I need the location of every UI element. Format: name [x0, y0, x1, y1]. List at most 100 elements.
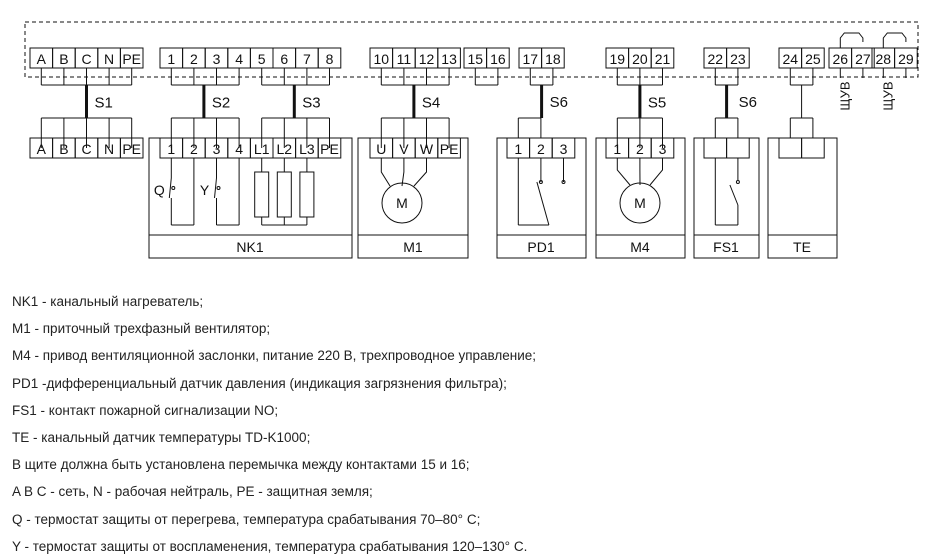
shield-label: ЩУВ [838, 81, 853, 110]
terminal-label: 18 [545, 51, 561, 67]
m1-terminal-label: V [399, 141, 409, 157]
te-terminal-cell [779, 138, 802, 158]
terminal-label: C [81, 51, 91, 67]
legend-nk1: NK1 - канальный нагреватель; [12, 288, 912, 315]
cable-label: S6 [550, 94, 568, 111]
terminal-label: 27 [855, 51, 871, 67]
thermostat-y-label: Y [200, 182, 210, 198]
m4-title: M4 [630, 239, 650, 255]
terminal-label: 15 [468, 51, 484, 67]
m4-terminal-label: 3 [659, 141, 667, 157]
shield-jumper [883, 33, 906, 48]
te-box [768, 138, 837, 235]
nk1-terminal-label: 1 [167, 141, 175, 157]
m4-terminal-label: 2 [636, 141, 644, 157]
nk1-terminal-label: L2 [277, 141, 293, 157]
terminal-label: 17 [523, 51, 539, 67]
terminal-label: 10 [374, 51, 390, 67]
cable-label: S1 [95, 95, 113, 112]
cable-label: S2 [212, 95, 230, 112]
m1-title: M1 [403, 239, 423, 255]
cable-label: S3 [302, 95, 320, 112]
legend-jumper: В щите должна быть установлена перемычка… [12, 451, 912, 478]
pd1-terminal-label: 3 [560, 141, 568, 157]
terminal-label: 12 [419, 51, 435, 67]
legend-te: TE - канальный датчик температуры TD-K10… [12, 424, 912, 451]
legend-supply: A B C - сеть, N - рабочая нейтраль, PE -… [12, 478, 912, 505]
motor-m1-label: M [396, 195, 408, 211]
terminal-label: 22 [708, 51, 724, 67]
nk1-terminal-label: 4 [235, 141, 243, 157]
pd1-contact [537, 182, 549, 225]
fs1-terminal-cell [727, 138, 750, 158]
nk1-terminal-label: L1 [254, 141, 270, 157]
terminal-label: 3 [213, 51, 221, 67]
legend-fs1: FS1 - контакт пожарной сигнализации NO; [12, 397, 912, 424]
legend-thermostat-q: Q - термостат защиты от перегрева, темпе… [12, 506, 912, 533]
terminal-label: 11 [397, 51, 412, 67]
cable-label: S5 [648, 95, 666, 112]
terminal-label: 6 [280, 51, 288, 67]
fs1-terminal-cell [704, 138, 727, 158]
legend-thermostat-y: Y - термостат защиты от воспламенения, т… [12, 533, 912, 560]
fs1-contact [730, 185, 738, 205]
terminal-label: 24 [783, 51, 799, 67]
m1-terminal-label: W [420, 141, 434, 157]
heater-element [300, 172, 314, 217]
motor-m4-label: M [634, 195, 646, 211]
supply-terminal-label: A [37, 141, 47, 157]
fs1-dot [736, 181, 739, 184]
terminal-label: 28 [876, 51, 892, 67]
cable-label: S6 [739, 94, 757, 111]
legend: NK1 - канальный нагреватель; M1 - приточ… [12, 288, 912, 560]
terminal-label: 5 [258, 51, 266, 67]
terminal-label: 2 [190, 51, 198, 67]
thermostat-q-contact [169, 178, 171, 198]
motor-m4-wire [617, 158, 630, 185]
terminal-label: 19 [610, 51, 626, 67]
terminal-label: N [104, 51, 114, 67]
terminal-label: B [59, 51, 68, 67]
thermostat-y-dot [217, 187, 220, 190]
m4-terminal-label: 1 [613, 141, 621, 157]
shield-jumper [840, 33, 863, 48]
terminal-label: PE [122, 51, 141, 67]
terminal-label: 8 [326, 51, 334, 67]
motor-m4-wire [650, 158, 663, 185]
terminal-label: 20 [632, 51, 648, 67]
te-terminal-cell [802, 138, 825, 158]
supply-terminal-label: B [59, 141, 68, 157]
shield-label: ЩУВ [881, 81, 896, 110]
nk1-title: NK1 [236, 239, 263, 255]
legend-m4: M4 - привод вентиляционной заслонки, пит… [12, 342, 912, 369]
terminal-label: A [37, 51, 47, 67]
controller-outline [25, 22, 918, 77]
terminal-label: 25 [805, 51, 821, 67]
legend-pd1: PD1 -дифференциальный датчик давления (и… [12, 370, 912, 397]
m1-terminal-label: PE [440, 141, 459, 157]
pd1-terminal-label: 1 [514, 141, 522, 157]
supply-terminal-label: N [104, 141, 114, 157]
terminal-label: 13 [441, 51, 457, 67]
nk1-terminal-label: 3 [213, 141, 221, 157]
nk1-terminal-label: L3 [299, 141, 315, 157]
terminal-label: 21 [655, 51, 671, 67]
thermostat-q-label: Q [154, 182, 165, 198]
terminal-label: 23 [730, 51, 746, 67]
terminal-label: 4 [235, 51, 243, 67]
thermostat-y-contact [215, 178, 217, 198]
pd1-title: PD1 [527, 239, 554, 255]
motor-m1-wire [414, 158, 427, 186]
terminal-label: 7 [303, 51, 311, 67]
terminal-label: 26 [833, 51, 849, 67]
nk1-terminal-label: 2 [190, 141, 198, 157]
terminal-label: 29 [898, 51, 914, 67]
motor-m1-wire [402, 158, 404, 186]
heater-element [255, 172, 269, 217]
supply-terminal-label: C [81, 141, 91, 157]
thermostat-q-dot [172, 187, 175, 190]
supply-terminal-label: PE [122, 141, 141, 157]
legend-m1: M1 - приточный трехфазный вентилятор; [12, 315, 912, 342]
fs1-title: FS1 [713, 239, 739, 255]
